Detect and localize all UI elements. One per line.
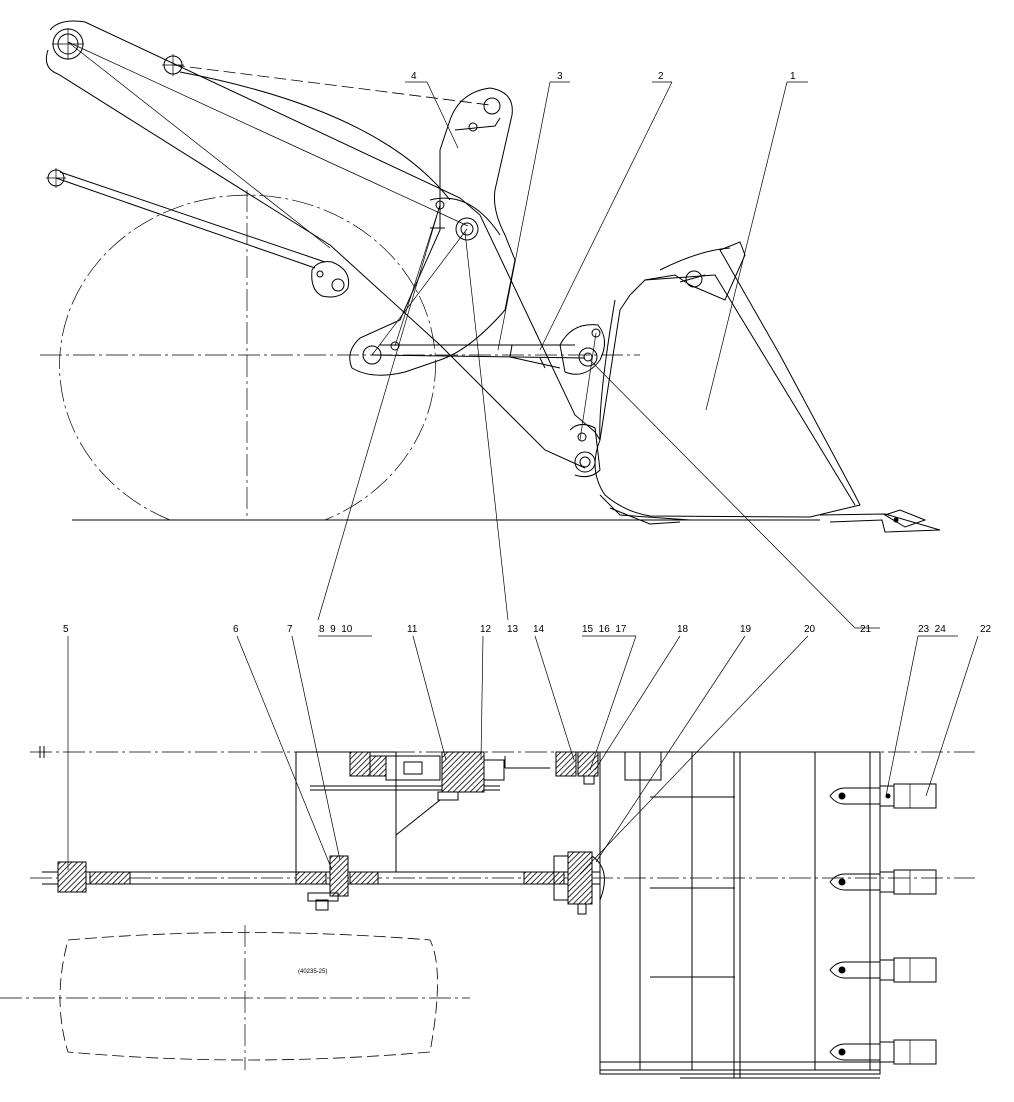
- callout-6: 6: [233, 624, 239, 635]
- tooth: [829, 783, 937, 809]
- boom-pivot-bushing: [57, 861, 87, 893]
- bucket-pin-bushing: [567, 851, 593, 905]
- callout-22: 22: [980, 624, 992, 635]
- rocker-arm: [349, 87, 516, 376]
- callout-19: 19: [740, 624, 752, 635]
- callout-11: 11: [407, 624, 418, 635]
- callout-15-16-17: 15 16 17: [582, 624, 627, 635]
- rocker-top-pin: [483, 97, 501, 115]
- bucket-pin: [574, 451, 596, 473]
- callout-labels: 1 2 3 4 5 6 7 8 9 10 11 12 13 14 15 16 1…: [63, 71, 992, 975]
- callout-20: 20: [804, 624, 816, 635]
- tie-rod: [371, 324, 605, 441]
- callout-23-24: 23 24: [918, 624, 946, 635]
- bucket-teeth: [829, 783, 937, 1065]
- bucket-cylinder: [162, 54, 491, 201]
- callout-2: 2: [658, 71, 664, 82]
- tire-size-note: (40235-25): [298, 969, 327, 975]
- callout-12: 12: [480, 624, 492, 635]
- side-view: [40, 20, 941, 629]
- callout-21: 21: [860, 624, 872, 635]
- front-wheel: [40, 190, 640, 521]
- bucket-plan: [599, 751, 881, 1079]
- bucket-link-pin: [578, 347, 598, 367]
- callout-7: 7: [287, 624, 293, 635]
- tooth: [829, 869, 937, 895]
- callout-1: 1: [790, 71, 796, 82]
- boom-arm: [45, 20, 601, 469]
- callout-3: 3: [557, 71, 563, 82]
- rocker-main-bushing: [441, 751, 485, 793]
- plan-leaders: [67, 635, 979, 875]
- callout-18: 18: [677, 624, 689, 635]
- side-leaders: [317, 81, 880, 629]
- plan-view: [0, 635, 979, 1079]
- callout-14: 14: [533, 624, 545, 635]
- callout-5: 5: [63, 624, 69, 635]
- rocker-main-pin: [455, 217, 479, 241]
- callout-8-9-10: 8 9 10: [319, 624, 353, 635]
- rocker-pivot-bushing: [329, 855, 349, 897]
- tire-plan: [0, 925, 470, 1070]
- tooth: [829, 957, 937, 983]
- tooth: [829, 1039, 937, 1065]
- callout-4: 4: [411, 71, 417, 82]
- bucket: [569, 241, 941, 533]
- callout-13: 13: [507, 624, 519, 635]
- boom-cylinder: [46, 168, 350, 298]
